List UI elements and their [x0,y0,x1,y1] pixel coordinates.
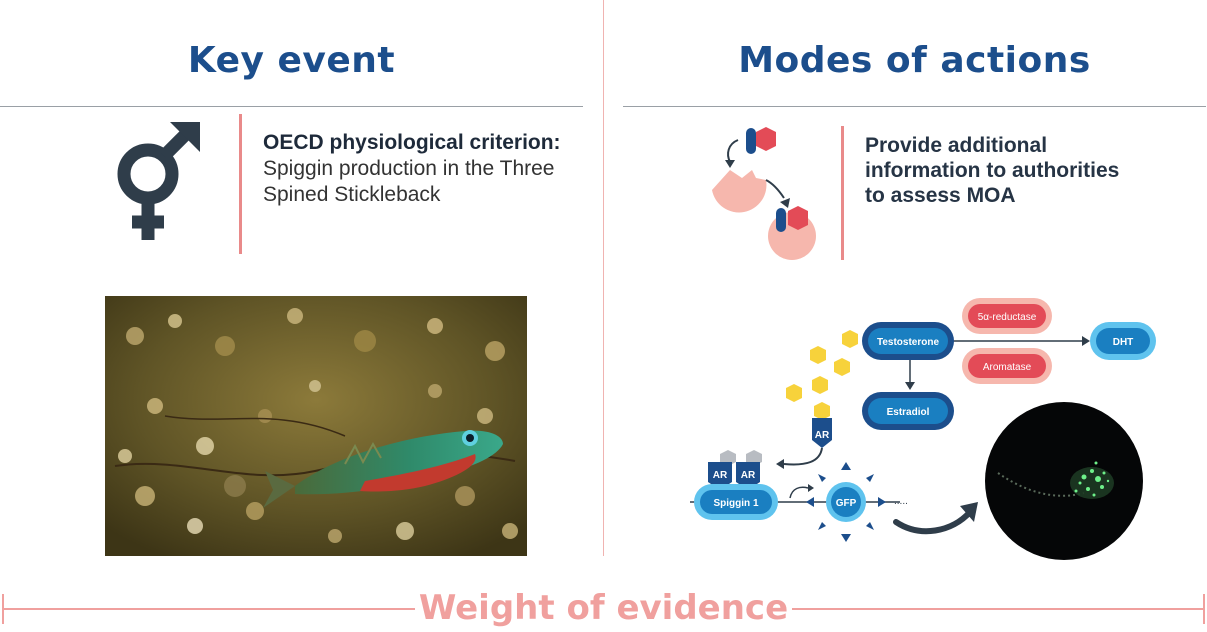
male-female-symbol-icon [117,122,200,240]
criterion-heading: OECD physiological criterion: [263,131,561,154]
output-arrow [893,509,973,535]
pathway-diagram: AR AR AR Spiggin 1 GFP ..... [690,330,978,542]
testosterone-label: Testosterone [877,337,939,348]
column-divider [603,0,604,556]
ar-receptor-bound-label: AR [815,430,830,441]
gfp-rays [806,462,886,542]
woe-right-line [792,608,1205,610]
reductase-label: 5α-reductase [978,312,1037,323]
moa-description: Provide additional information to author… [865,134,1120,207]
criterion-accent-bar [239,114,242,254]
stickleback-photo [105,296,527,556]
woe-left-line [2,608,415,610]
woe-left-tick [2,594,4,624]
criterion-text-block: OECD physiological criterion: Spiggin pr… [263,130,563,208]
key-event-title: Key event [187,40,396,81]
fluorescent-larva-image [985,402,1143,560]
enzyme-pathway: Testosterone 5α-reductase Aromatase DHT … [862,298,1156,430]
weight-of-evidence-title: Weight of evidence [418,588,789,628]
spiggin-label: Spiggin 1 [714,498,759,509]
moa-accent-bar [841,126,844,260]
ar-receptor-1-label: AR [713,470,728,481]
criterion-description: Spiggin production in the Three Spined S… [263,157,555,206]
woe-right-tick [1203,594,1205,624]
receptor-binding-icon [712,127,816,260]
modes-of-actions-rule [623,106,1206,107]
key-event-rule [0,106,583,107]
modes-of-actions-title: Modes of actions [738,40,1091,81]
gfp-dots: ..... [894,496,908,507]
gfp-label: GFP [836,498,857,509]
estradiol-label: Estradiol [887,407,930,418]
aromatase-label: Aromatase [983,362,1032,373]
dht-label: DHT [1113,337,1134,348]
hormone-hexagons [786,330,858,420]
ar-receptor-2-label: AR [741,470,756,481]
stickleback-fish [263,430,503,508]
ar-receptor-bound [812,418,832,448]
